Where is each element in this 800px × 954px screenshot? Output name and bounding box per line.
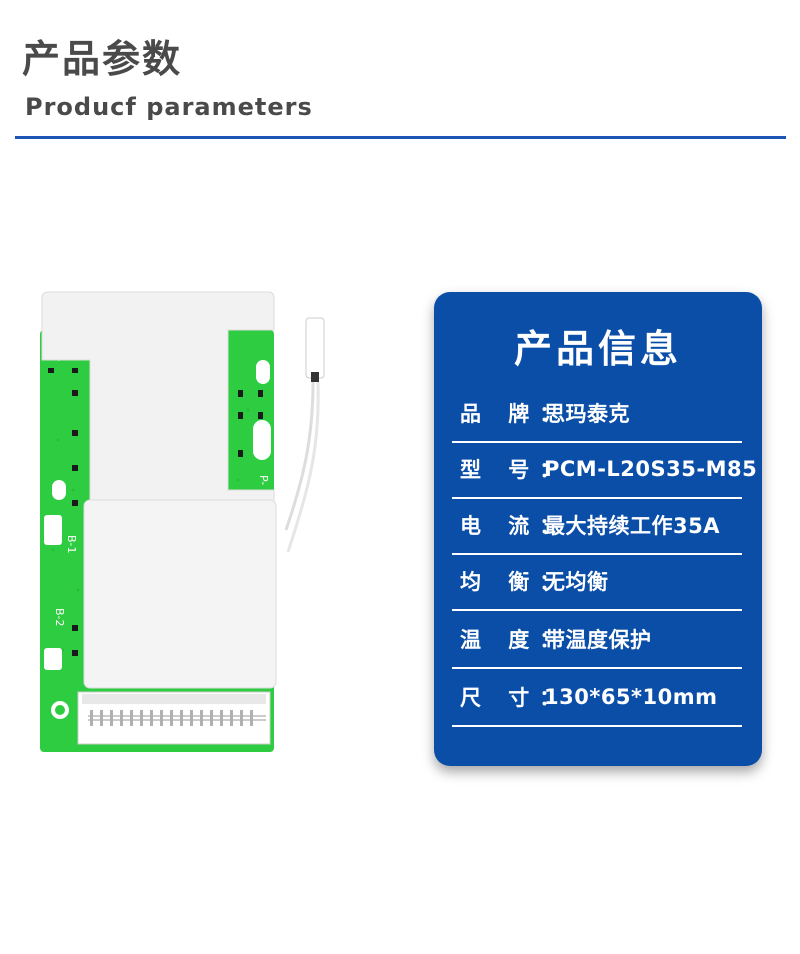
solder-pads (44, 360, 271, 670)
info-row-brand: 品 牌： 思玛泰克 (452, 385, 742, 443)
info-value: 思玛泰克 (544, 402, 630, 426)
info-label: 温 度： (460, 628, 571, 652)
info-value: 130*65*10mm (544, 685, 718, 709)
temperature-probe (305, 317, 325, 379)
info-row-temperature: 温 度： 带温度保护 (452, 611, 742, 669)
info-label: 尺 寸： (460, 686, 571, 710)
page-title-en: Producf parameters (25, 93, 313, 121)
pcb-label-b1: B-1 (65, 535, 78, 554)
page-title-cn: 产品参数 (22, 37, 183, 81)
info-value: 最大持续工作35A (544, 514, 720, 538)
info-label: 电 流： (460, 514, 571, 538)
info-row-current: 电 流： 最大持续工作35A (452, 497, 742, 555)
smd-components (48, 368, 263, 656)
info-value: PCM-L20S35-M85 (544, 457, 758, 481)
info-row-size: 尺 寸： 130*65*10mm (452, 669, 742, 727)
product-image: B-1 B-2 P- B- (40, 291, 325, 752)
info-label: 型 号： (460, 458, 571, 482)
info-row-model: 型 号： PCM-L20S35-M85 (452, 441, 757, 499)
info-value: 无均衡 (544, 570, 609, 594)
product-info-card: 产品信息 品 牌： 思玛泰克 型 号： PCM-L20S35-M85 电 流： … (434, 292, 762, 766)
heat-sink-lower (83, 499, 277, 689)
info-row-balance: 均 衡： 无均衡 (452, 553, 742, 611)
connector-pins (90, 710, 253, 726)
probe-wire (284, 381, 315, 531)
pcb-label-b2: B-2 (53, 608, 66, 627)
header-divider (15, 136, 786, 139)
pcb-label-p: P- (257, 475, 270, 485)
card-title: 产品信息 (513, 327, 682, 371)
info-value: 带温度保护 (544, 628, 652, 652)
info-label: 品 牌： (460, 402, 571, 426)
info-label: 均 衡： (460, 570, 571, 594)
